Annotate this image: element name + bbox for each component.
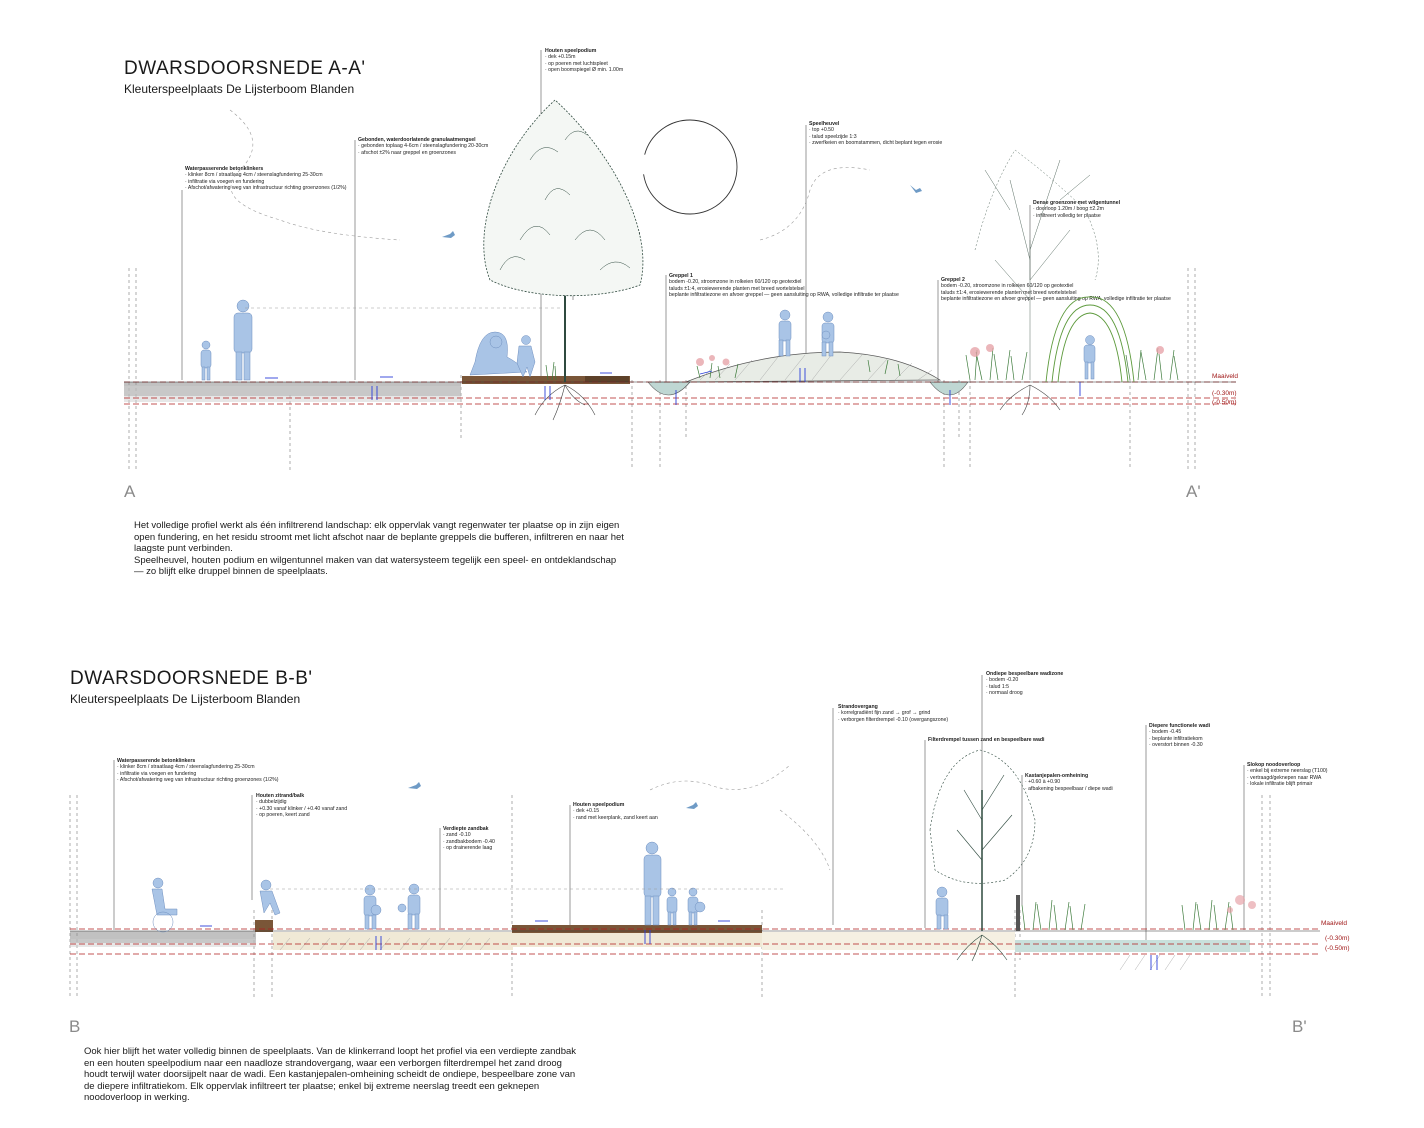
annotation-a-7: Greppel 2 bodem -0.20, stroomzone in rol… (941, 277, 1171, 302)
annotation-a-6: Speelheuvel · top +0.50· talud speelzijd… (809, 121, 943, 146)
section-b-start-label: B (69, 1017, 81, 1036)
section-b-description: Ook hier blijft het water volledig binne… (84, 1046, 584, 1104)
annotation-a-3: Houten speelpodium · dek +0.15m· op poer… (545, 48, 624, 73)
section-a-drawing (124, 50, 1236, 470)
section-a-description: Het volledige profiel werkt als één infi… (134, 520, 624, 578)
section-a-subtitle: Kleuterspeelplaats De Lijsterboom Blande… (124, 82, 355, 96)
annotation-b-2: Houten zitrand/balk · dubbelzijdig· +0.3… (256, 793, 348, 818)
level-label-b-1: (-0.30m) (1325, 935, 1350, 942)
level-label-a-2: (-0.50m) (1212, 399, 1237, 406)
level-label-a-ground: Maaiveld (1212, 373, 1239, 380)
annotation-b-9: Diepere functionele wadi · bodem -0.45· … (1149, 723, 1211, 748)
annotation-b-1: Waterpasserende betonklinkers · klinker … (117, 758, 279, 783)
section-a-description-2: Speelheuvel, houten podium en wilgentunn… (134, 554, 617, 578)
annotation-a-5: Greppel 1 bodem -0.20, stroomzone in rol… (669, 273, 899, 298)
section-b-title: DWARSDOORSNEDE B-B' (70, 668, 313, 689)
section-b-subtitle: Kleuterspeelplaats De Lijsterboom Blande… (70, 692, 301, 706)
level-label-b-2: (-0.50m) (1325, 945, 1350, 952)
annotation-b-8: Kastanjepalen-omheining · +0.60 à +0.90·… (1025, 773, 1113, 792)
section-b-end-label: B' (1292, 1017, 1307, 1036)
section-b-description-1: Ook hier blijft het water volledig binne… (84, 1046, 577, 1104)
level-label-b-ground: Maaiveld (1321, 920, 1348, 927)
section-a-start-label: A (124, 482, 136, 501)
section-a-end-label: A' (1186, 482, 1201, 501)
section-b-drawing (69, 675, 1320, 998)
annotation-b-5: Strandovergang · korrelgradiënt fijn zan… (838, 704, 949, 723)
section-a-title: DWARSDOORSNEDE A-A' (124, 58, 366, 79)
annotation-a-1: Waterpasserende betonklinkers · klinker … (185, 166, 347, 191)
annotation-b-4: Houten speelpodium · dek +0.15· rand met… (573, 802, 658, 821)
annotation-b-3: Verdiepte zandbak · zand -0.10· zandbakb… (443, 826, 495, 851)
annotation-b-6: Ondiepe bespeelbare wadizone · bodem -0.… (986, 671, 1064, 696)
annotation-a-2: Gebonden, waterdoorlatende granulaatmeng… (358, 137, 489, 156)
level-label-a-1: (-0.30m) (1212, 390, 1237, 397)
annotation-b-10: Slokop noodoverloop · enkel bij extreme … (1247, 762, 1328, 787)
annotation-b-7: Filterdrempel tussen zand en bespeelbare… (928, 737, 1045, 743)
annotation-a-8: Dense groenzone met wilgentunnel · doorl… (1033, 200, 1121, 219)
section-a-description-1: Het volledige profiel werkt als één infi… (134, 520, 624, 555)
